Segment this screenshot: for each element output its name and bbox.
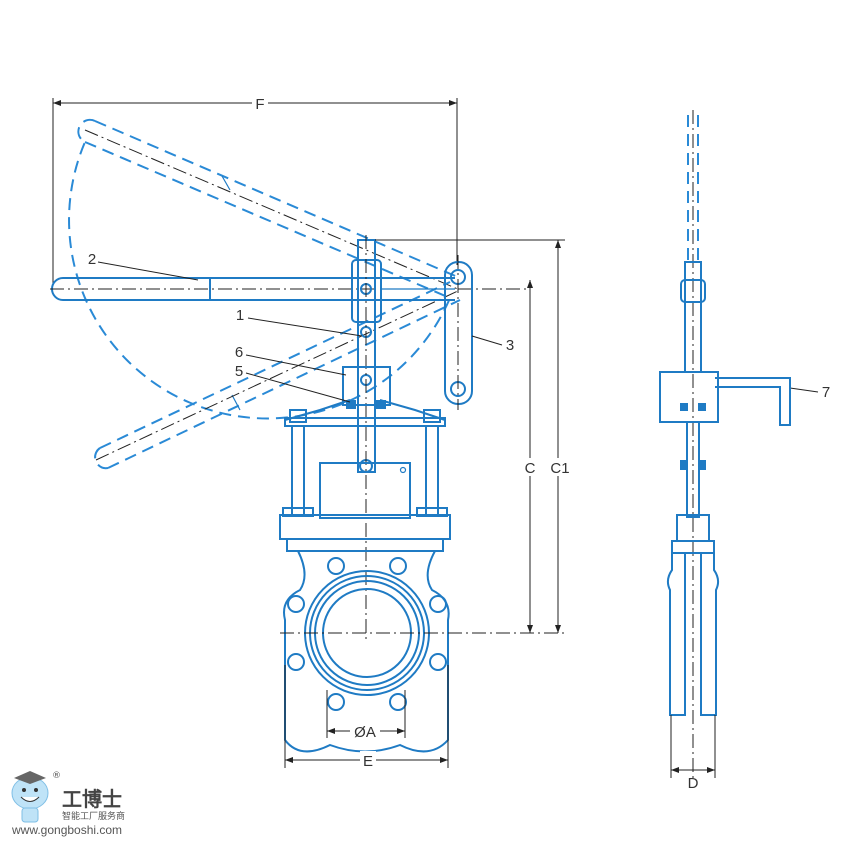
dimension-c1: C1	[375, 239, 570, 633]
callout-1: 1	[236, 307, 244, 324]
handle-closed	[50, 277, 530, 301]
dimension-label-c: C	[525, 460, 536, 477]
stem	[351, 235, 455, 640]
side-view: D	[659, 110, 791, 792]
callout-7: 7	[822, 384, 830, 401]
dimension-label-f: F	[255, 96, 264, 113]
dimension-c: C	[522, 280, 538, 633]
dimension-e: E	[284, 665, 449, 770]
dimension-label-e: E	[363, 753, 373, 770]
link-arm	[444, 255, 473, 410]
valve-body	[279, 507, 565, 753]
dimension-label-c1: C1	[550, 460, 569, 477]
dimension-label-a: ØA	[354, 724, 376, 741]
dimension-label-d: D	[688, 775, 699, 792]
dimension-f: F	[52, 94, 458, 285]
callout-3: 3	[506, 337, 514, 354]
logo-url: www.gongboshi.com	[11, 823, 122, 837]
callouts: 2 1 6 5 3 7	[88, 251, 830, 403]
svg-text:®: ®	[52, 771, 61, 781]
logo-tagline: 智能工厂服务商	[62, 810, 125, 822]
handle-upper-dashed	[68, 118, 461, 420]
callout-6: 6	[235, 344, 243, 361]
logo: ® 工博士 智能工厂服务商 www.gongboshi.com	[11, 771, 125, 837]
dimension-a: ØA	[326, 690, 406, 741]
yoke	[284, 366, 446, 519]
callout-2: 2	[88, 251, 96, 268]
logo-name: 工博士	[62, 787, 122, 811]
handle-lower-dashed	[94, 281, 461, 470]
callout-5: 5	[235, 363, 243, 380]
